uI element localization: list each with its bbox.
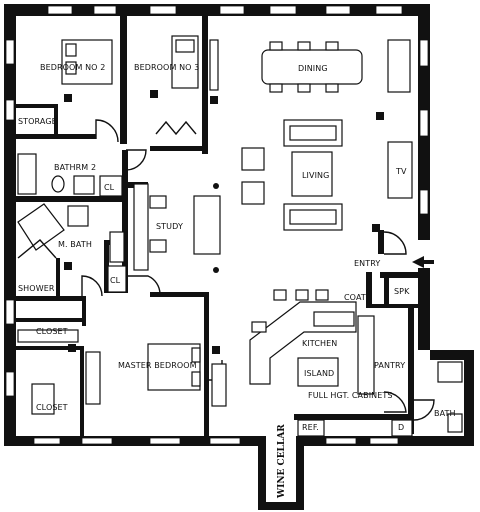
label-closet-lower: CLOSET: [36, 403, 68, 412]
master-bath-fixtures-icon: [17, 203, 127, 293]
label-living: LIVING: [302, 171, 329, 180]
entry-arrow-icon: [412, 256, 434, 268]
label-ref: REF.: [302, 423, 319, 432]
label-cl-lower: CL: [110, 276, 121, 285]
label-full-hgt-cabinets-text: FULL HGT. CABINETS: [308, 391, 393, 400]
windows: [5, 5, 429, 445]
label-bathrm-2: BATHRM 2: [54, 163, 96, 172]
label-full-hgt-cabinets: FULL HGT. CABINETS: [308, 391, 393, 400]
label-closet-upper: CLOSET: [36, 327, 68, 336]
label-m-bath: M. BATH: [58, 240, 92, 249]
label-pantry: PANTRY: [374, 361, 405, 370]
bedroom-3-bed-icon: [150, 35, 219, 136]
label-master-bedroom: MASTER BEDROOM: [118, 361, 197, 370]
label-shower: SHOWER: [18, 284, 55, 293]
label-cl-upper: CL: [104, 183, 115, 192]
kitchen-fixtures-icon: [249, 289, 413, 437]
label-tv: TV: [395, 167, 407, 176]
label-study: STUDY: [156, 222, 183, 231]
label-bedroom-no3: BEDROOM NO 3: [134, 63, 199, 72]
study-furniture-icon: [133, 183, 221, 271]
bathroom-2-fixtures-icon: [17, 153, 123, 197]
label-wine-cellar: WINE CELLAR: [277, 424, 287, 499]
bath-fixtures-icon: [437, 361, 463, 433]
label-bedroom-no2: BEDROOM NO 2: [40, 63, 105, 72]
dining-table-icon: [261, 39, 411, 120]
master-bed-icon: [17, 329, 227, 415]
bedroom-2-bed-icon: [61, 39, 113, 102]
interior-walls: [14, 14, 420, 438]
living-furniture-icon: [213, 119, 413, 273]
label-bath: BATH: [434, 409, 456, 418]
label-island: ISLAND: [304, 369, 334, 378]
room-labels: BEDROOM NO 2 BEDROOM NO 3 DINING STORAGE…: [18, 63, 456, 499]
label-storage: STORAGE: [18, 117, 57, 126]
label-d: D: [398, 423, 404, 432]
label-dining: DINING: [298, 64, 328, 73]
label-spk: SPK: [394, 287, 410, 296]
label-kitchen: KITCHEN: [302, 339, 337, 348]
label-entry: ENTRY: [354, 259, 380, 268]
label-coat: COAT: [344, 293, 366, 302]
